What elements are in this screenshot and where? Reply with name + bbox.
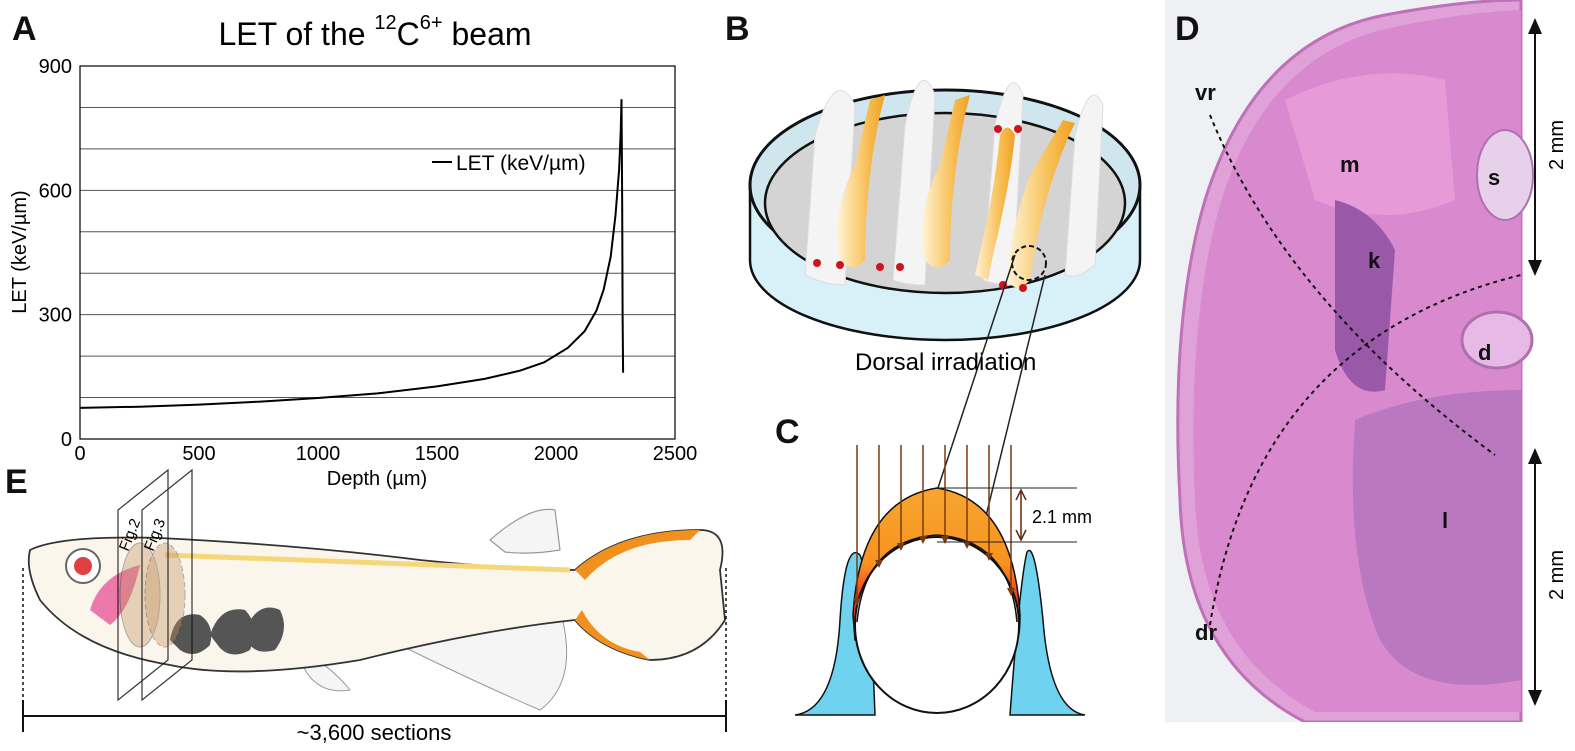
label-m: m bbox=[1340, 152, 1360, 177]
intestine-region bbox=[1460, 310, 1534, 370]
section-planes bbox=[117, 468, 193, 702]
sections-count-label: ~3,600 sections bbox=[297, 720, 452, 745]
let-series-line bbox=[79, 99, 625, 409]
x-axis-ticks: 0 500 1000 1500 2000 2500 bbox=[74, 443, 697, 465]
irradiation-dish-diagram: Dorsal irradiation bbox=[748, 80, 1142, 376]
title-suffix: beam bbox=[443, 16, 532, 52]
title-sup-charge: 6+ bbox=[420, 12, 443, 34]
y-tick-label-2: 600 bbox=[39, 180, 72, 202]
beam-arrows bbox=[856, 445, 1012, 600]
panel-label-d: D bbox=[1175, 10, 1200, 48]
tail-top-stripe bbox=[575, 530, 700, 580]
agar-ridges bbox=[804, 80, 1104, 286]
fish-cross-section bbox=[854, 536, 1020, 714]
x-tick-label-1: 500 bbox=[182, 443, 215, 465]
thickness-label: 2.1 mm bbox=[1032, 507, 1092, 527]
histology-section bbox=[1165, 0, 1534, 722]
panel-label-e: E bbox=[5, 463, 28, 501]
beam-arrowheads bbox=[853, 536, 1015, 606]
dorsal-fin bbox=[489, 508, 561, 554]
title-element: C bbox=[397, 16, 420, 52]
y-tick-label-3: 900 bbox=[39, 56, 72, 78]
fish-3 bbox=[975, 127, 1015, 280]
label-l: l bbox=[1442, 508, 1449, 533]
gill-region bbox=[90, 565, 140, 625]
chart-title: LET of the 12C6+ beam bbox=[218, 12, 531, 52]
spinal-region bbox=[1476, 129, 1534, 221]
title-prefix: LET of the bbox=[218, 16, 374, 52]
y-axis-ticks: 0 300 600 900 bbox=[39, 56, 72, 451]
y-axis-label: LET (keV/µm) bbox=[9, 190, 31, 313]
medaka-sections-diagram: Fig.2 Fig.3 ~3,600 sections bbox=[22, 468, 727, 745]
dr-boundary bbox=[1209, 274, 1522, 626]
muscle-region bbox=[1285, 73, 1455, 215]
let-chart: LET of the 12C6+ beam 0 500 1000 1500 2000 25… bbox=[9, 12, 697, 490]
label-dr: dr bbox=[1195, 620, 1217, 645]
panel-label-b: B bbox=[725, 10, 750, 48]
panel-label-a: A bbox=[12, 10, 37, 48]
spinal-cord bbox=[164, 552, 571, 573]
x-tick-label-0: 0 bbox=[74, 443, 85, 465]
kidney-region bbox=[1335, 200, 1395, 392]
y-tick-label-1: 300 bbox=[39, 305, 72, 327]
fish-eyes bbox=[813, 125, 1027, 292]
label-d: d bbox=[1478, 340, 1492, 365]
scale-bars: 2 mm 2 mm bbox=[1528, 18, 1568, 706]
scale-label-bottom: 2 mm bbox=[1546, 550, 1568, 600]
fish-group bbox=[837, 95, 1075, 288]
fish-2 bbox=[922, 95, 970, 268]
fish-eye bbox=[65, 548, 101, 584]
liver-region bbox=[1352, 390, 1521, 685]
fish-4 bbox=[1007, 120, 1075, 288]
legend-entry: LET (keV/µm) bbox=[456, 152, 586, 175]
label-k: k bbox=[1368, 248, 1381, 273]
x-axis-label: Depth (µm) bbox=[327, 468, 427, 490]
x-tick-label-2: 1000 bbox=[296, 443, 341, 465]
chart-legend: LET (keV/µm) bbox=[432, 152, 586, 175]
fish-1 bbox=[837, 95, 885, 268]
label-vr: vr bbox=[1195, 80, 1216, 105]
x-tick-label-5: 2500 bbox=[653, 443, 698, 465]
plot-frame bbox=[79, 65, 676, 440]
panel-label-c: C bbox=[775, 413, 800, 451]
y-tick-label-0: 0 bbox=[61, 429, 72, 451]
intestine-coil bbox=[170, 607, 284, 655]
title-sup-mass: 12 bbox=[374, 12, 396, 34]
dorsal-irradiation-caption: Dorsal irradiation bbox=[855, 349, 1036, 376]
agar-right bbox=[1009, 549, 1086, 716]
label-s: s bbox=[1488, 165, 1501, 190]
vr-boundary bbox=[1209, 114, 1496, 456]
x-tick-label-3: 1500 bbox=[415, 443, 460, 465]
cross-section-dose-diagram: 2.1 mm bbox=[795, 445, 1092, 716]
tail-bottom-stripe bbox=[575, 610, 650, 660]
zoom-circle bbox=[1011, 245, 1047, 281]
scale-label-top: 2 mm bbox=[1546, 120, 1568, 170]
x-tick-label-4: 2000 bbox=[534, 443, 579, 465]
